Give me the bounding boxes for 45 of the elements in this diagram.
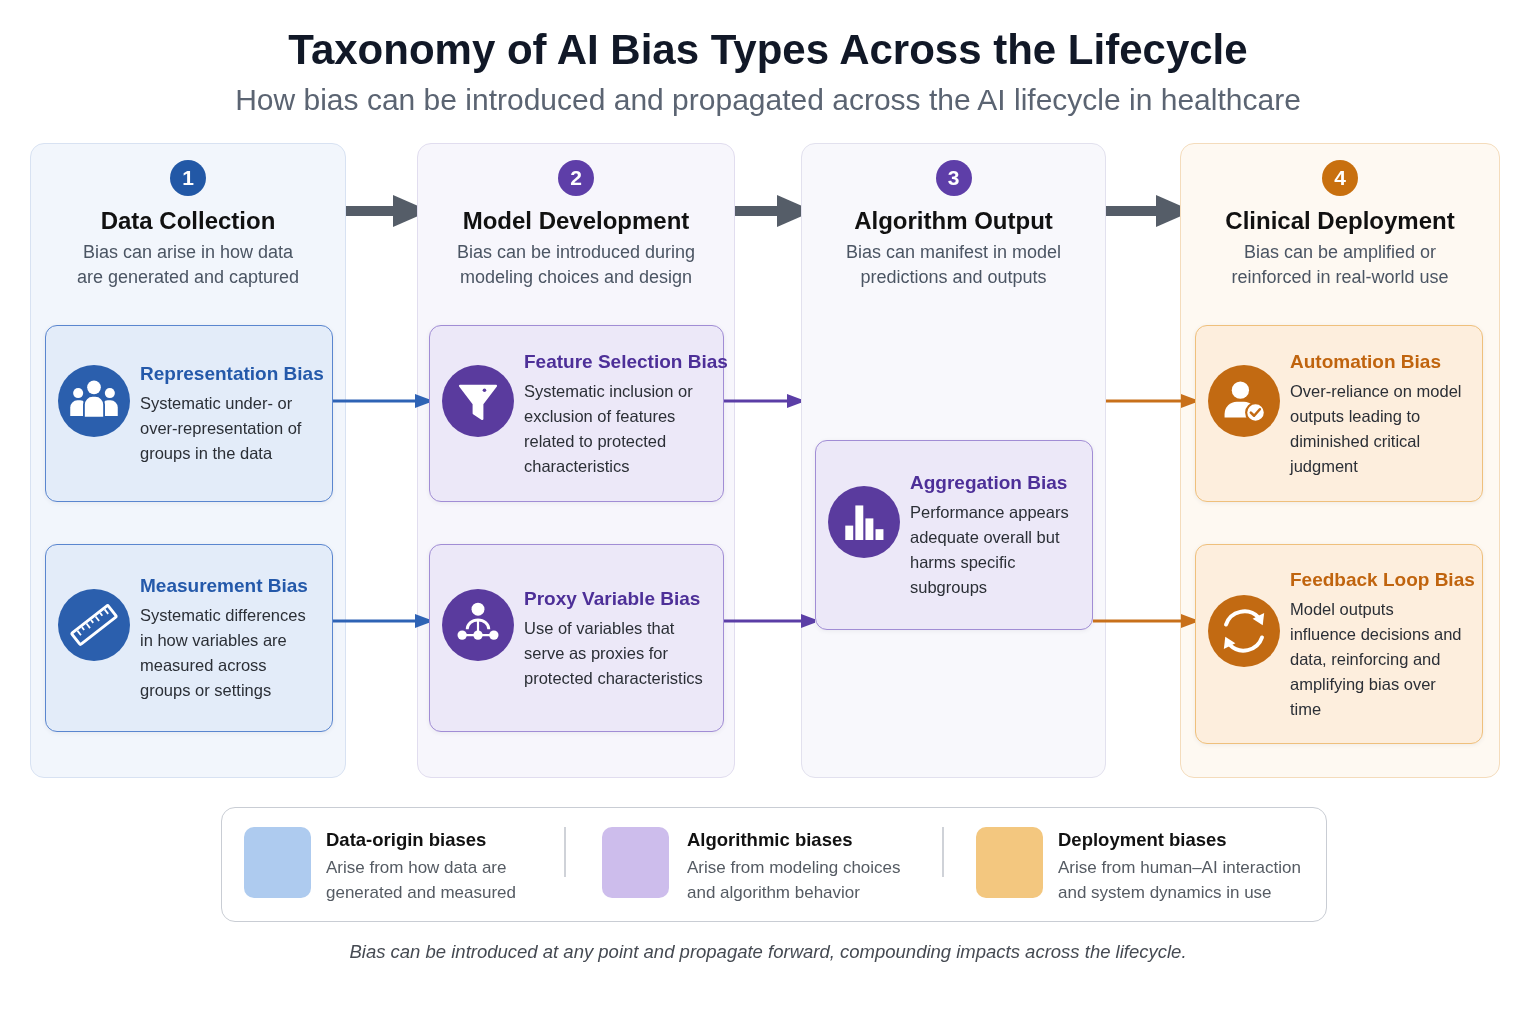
bias-card — [1195, 325, 1483, 502]
step-number: 3 — [935, 160, 972, 196]
stage-panel — [417, 143, 735, 778]
card-title: Proxy Variable Bias — [524, 586, 701, 611]
stage-heading: Model Development — [462, 206, 690, 236]
card-title: Measurement Bias — [140, 574, 308, 598]
card-title: Representation Bias — [140, 362, 324, 386]
legend-description: Arise from how data are generated and measured — [326, 857, 517, 904]
card-title: Aggregation Bias — [910, 471, 1068, 495]
stage-heading: Clinical Deployment — [1225, 206, 1455, 236]
step-number: 1 — [170, 160, 206, 196]
legend-description: Arise from modeling choices and algorithm behavior — [687, 857, 902, 904]
card-description: Systematic under- or over-representation of groups in the data — [140, 393, 303, 464]
bias-card — [429, 544, 724, 732]
bias-card — [45, 544, 333, 732]
step-number: 2 — [558, 160, 594, 196]
legend-label: Algorithmic biases — [687, 828, 853, 852]
card-description: Systematic inclusion or exclusion of features related to protected characteristics — [524, 380, 694, 477]
bias-card — [1195, 544, 1483, 744]
stage-panel — [1180, 143, 1500, 778]
card-description: Systematic differences in how variables are measured across groups or settings — [140, 605, 307, 701]
stage-panel — [801, 143, 1106, 778]
step-number: 4 — [1322, 160, 1358, 196]
stage-description: Bias can be amplified or reinforced in real-world use — [1230, 241, 1450, 289]
caption: Bias can be introduced at any point and propagate forward, compounding impacts across the lifecycle. — [349, 940, 1187, 963]
card-description: Performance appears adequate overall but harms specific subgroups — [910, 502, 1070, 598]
card-title: Feature Selection Bias — [524, 349, 728, 374]
legend-label: Data-origin biases — [326, 828, 487, 852]
card-description: Model outputs influence decisions and data, reinforcing and amplifying bias over time — [1290, 598, 1462, 720]
stage-description: Bias can arise in how data are generated and captured — [75, 241, 301, 289]
legend-description: Arise from human–AI interaction and system dynamics in use — [1058, 857, 1302, 904]
stage-heading: Algorithm Output — [854, 206, 1053, 236]
subtitle: How bias can be introduced and propagated across the AI lifecycle in healthcare — [235, 82, 1301, 118]
bias-card — [815, 440, 1093, 630]
card-description: Over-reliance on model outputs leading to diminished critical judgment — [1290, 380, 1463, 477]
stage-heading: Data Collection — [100, 206, 276, 236]
stage-description: Bias can be introduced during modeling choices and design — [455, 241, 697, 289]
stage-description: Bias can manifest in model predictions and outputs — [844, 241, 1063, 289]
stage-panel — [30, 143, 346, 778]
card-title: Automation Bias — [1290, 349, 1441, 374]
card-title: Feedback Loop Bias — [1290, 567, 1475, 592]
card-description: Use of variables that serve as proxies for protected characteristics — [524, 617, 704, 689]
title: Taxonomy of AI Bias Types Across the Lifecycle — [288, 26, 1248, 74]
legend-label: Deployment biases — [1058, 828, 1227, 852]
bias-card — [45, 325, 333, 502]
